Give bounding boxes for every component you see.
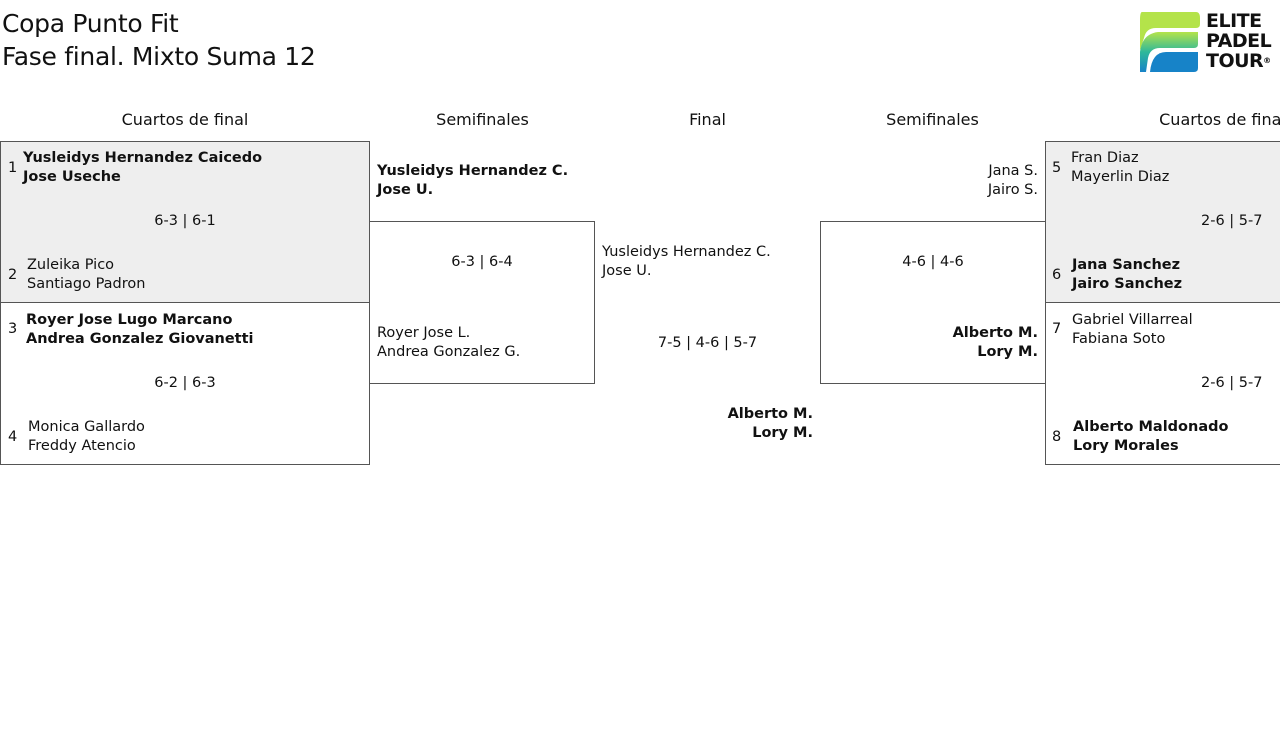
match-quarterfinal-3[interactable]	[1045, 141, 1280, 303]
seed-number: 3	[8, 321, 18, 337]
player-name: Jana S.	[988, 163, 1038, 179]
player-name: Jairo Sanchez	[1072, 276, 1183, 292]
player-name: Yusleidys Hernandez C.	[602, 244, 771, 260]
logo-text-line: ELITE	[1206, 10, 1262, 32]
logo-wordmark: ELITE PADEL TOUR®	[1206, 10, 1272, 72]
seed-number: 7	[1052, 321, 1062, 337]
column-header-quarterfinals-left: Cuartos de final	[121, 110, 249, 129]
match-score: 2-6 | 5-7	[1201, 213, 1263, 229]
player-name: Jose U.	[377, 182, 434, 198]
player-name: Zuleika Pico	[27, 257, 115, 273]
logo-mark-icon	[1140, 12, 1200, 72]
player-name: Royer Jose Lugo Marcano	[26, 312, 233, 328]
player-name: Royer Jose L.	[377, 325, 471, 341]
match-score: 2-6 | 5-7	[1201, 375, 1263, 391]
match-score: 6-2 | 6-3	[154, 375, 216, 391]
elite-padel-tour-logo: ELITE PADEL TOUR®	[1136, 10, 1276, 74]
player-name: Mayerlin Diaz	[1071, 169, 1170, 185]
player-name: Yusleidys Hernandez C.	[377, 163, 569, 179]
seed-number: 1	[8, 160, 18, 176]
player-name: Fran Diaz	[1071, 150, 1139, 166]
player-name: Alberto M.	[952, 325, 1038, 341]
match-semifinal-1[interactable]	[369, 221, 595, 384]
player-name: Andrea Gonzalez G.	[377, 344, 521, 360]
player-name: Lory Morales	[1073, 438, 1179, 454]
match-score: 4-6 | 4-6	[902, 254, 964, 270]
column-header-semifinals-right: Semifinales	[886, 110, 979, 129]
player-name: Fabiana Soto	[1072, 331, 1166, 347]
page-title: Copa Punto Fit	[2, 9, 179, 38]
column-header-final: Final	[689, 110, 726, 129]
player-name: Freddy Atencio	[28, 438, 136, 454]
match-quarterfinal-4[interactable]	[1045, 302, 1280, 465]
match-quarterfinal-1[interactable]	[0, 141, 370, 303]
seed-number: 4	[8, 429, 18, 445]
logo-registered-mark: ®	[1263, 56, 1271, 65]
player-name: Alberto M.	[727, 406, 813, 422]
logo-text-line: PADEL	[1206, 30, 1272, 52]
player-name: Jairo S.	[987, 182, 1038, 198]
player-name: Lory M.	[752, 425, 813, 441]
player-name: Alberto Maldonado	[1073, 419, 1229, 435]
player-name: Lory M.	[977, 344, 1038, 360]
match-score: 6-3 | 6-1	[154, 213, 216, 229]
seed-number: 8	[1052, 429, 1062, 445]
column-header-quarterfinals-right: Cuartos de final	[1159, 110, 1280, 129]
seed-number: 6	[1052, 267, 1062, 283]
player-name: Jose U.	[602, 263, 652, 279]
player-name: Santiago Padron	[27, 276, 146, 292]
column-header-semifinals-left: Semifinales	[436, 110, 529, 129]
logo-text-line: TOUR	[1206, 50, 1264, 72]
player-name: Jose Useche	[23, 169, 121, 185]
player-name: Andrea Gonzalez Giovanetti	[26, 331, 254, 347]
page-subtitle: Fase final. Mixto Suma 12	[2, 42, 316, 71]
player-name: Gabriel Villarreal	[1072, 312, 1193, 328]
seed-number: 2	[8, 267, 18, 283]
player-name: Yusleidys Hernandez Caicedo	[23, 150, 263, 166]
match-score-final: 7-5 | 4-6 | 5-7	[657, 335, 758, 351]
player-name: Jana Sanchez	[1072, 257, 1181, 273]
player-name: Monica Gallardo	[28, 419, 145, 435]
seed-number: 5	[1052, 160, 1062, 176]
match-score: 6-3 | 6-4	[451, 254, 513, 270]
